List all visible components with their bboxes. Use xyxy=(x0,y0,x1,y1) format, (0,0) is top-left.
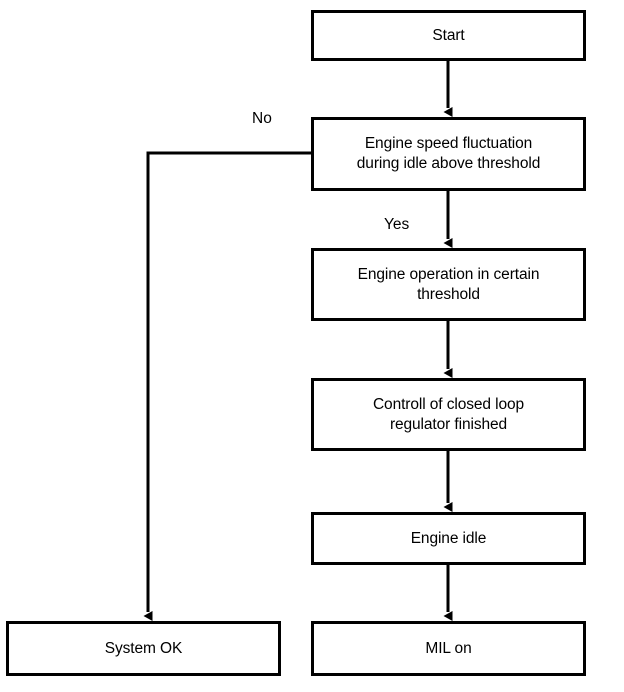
node-engine-idle-label: Engine idle xyxy=(410,529,487,547)
node-closed-loop-regulator-label: Controll of closed loop regulator finish… xyxy=(372,395,525,433)
node-system-ok[interactable]: System OK xyxy=(6,621,281,676)
connector-fluctuation-to-systemok xyxy=(143,151,311,621)
node-system-ok-label: System OK xyxy=(104,639,183,657)
node-start-label: Start xyxy=(432,26,465,44)
node-mil-on-label: MIL on xyxy=(425,639,472,657)
node-engine-speed-fluctuation-label: Engine speed fluctuation during idle abo… xyxy=(356,135,541,172)
node-closed-loop-regulator[interactable]: Controll of closed loop regulator finish… xyxy=(311,378,586,451)
node-engine-idle[interactable]: Engine idle xyxy=(311,512,586,565)
node-engine-speed-fluctuation[interactable]: Engine speed fluctuation during idle abo… xyxy=(311,117,586,191)
node-start[interactable]: Start xyxy=(311,10,586,61)
node-mil-on[interactable]: MIL on xyxy=(311,621,586,676)
node-engine-operation-threshold[interactable]: Engine operation in certain threshold xyxy=(311,248,586,321)
edge-label-no: No xyxy=(252,110,272,127)
node-engine-operation-threshold-label: Engine operation in certain threshold xyxy=(357,265,540,303)
edge-label-yes: Yes xyxy=(384,216,410,233)
